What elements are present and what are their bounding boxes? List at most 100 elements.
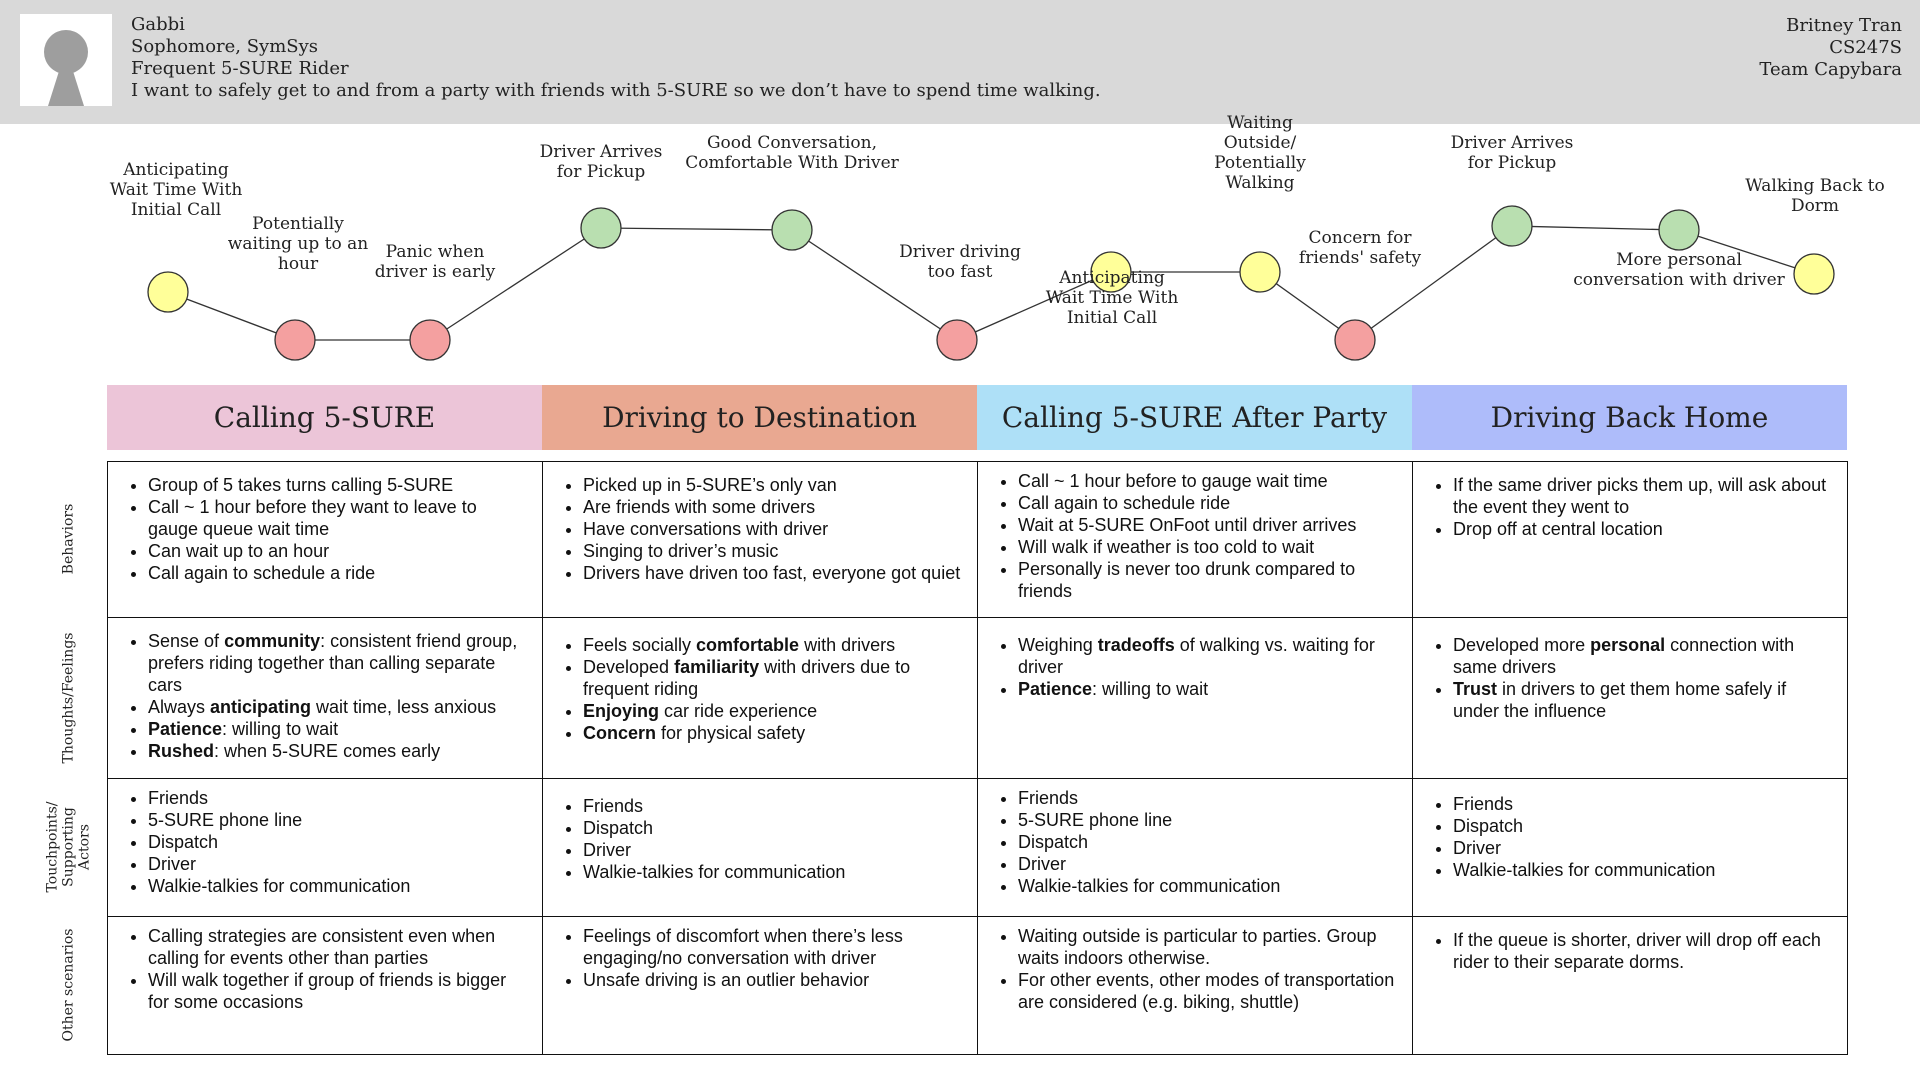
list-item: Walkie-talkies for communication bbox=[1453, 859, 1833, 881]
journey-connector bbox=[167, 291, 296, 341]
list-item: Rushed: when 5-SURE comes early bbox=[148, 740, 528, 762]
journey-node-negative bbox=[409, 319, 451, 361]
bullet-list: FriendsDispatchDriverWalkie-talkies for … bbox=[543, 795, 963, 883]
list-item: If the queue is shorter, driver will dro… bbox=[1453, 929, 1833, 973]
phase-header-2: Driving to Destination bbox=[542, 385, 977, 450]
bullet-list: If the queue is shorter, driver will dro… bbox=[1413, 929, 1833, 973]
list-item: Weighing tradeoffs of walking vs. waitin… bbox=[1018, 634, 1398, 678]
journey-line-chart bbox=[147, 205, 1835, 361]
table-cell: Feelings of discomfort when there’s less… bbox=[542, 916, 978, 1055]
list-item: Dispatch bbox=[583, 817, 963, 839]
bullet-list: Developed more personal connection with … bbox=[1413, 634, 1833, 722]
table-cell: If the queue is shorter, driver will dro… bbox=[1412, 916, 1848, 1055]
journey-connector bbox=[1354, 225, 1513, 341]
list-item: Drop off at central location bbox=[1453, 518, 1833, 540]
journey-node-label: Good Conversation,Comfortable With Drive… bbox=[685, 133, 899, 173]
list-item: Driver bbox=[583, 839, 963, 861]
list-item: Developed more personal connection with … bbox=[1453, 634, 1833, 678]
list-item: Calling strategies are consistent even w… bbox=[148, 925, 528, 969]
bullet-list: Friends5-SURE phone lineDispatchDriverWa… bbox=[108, 787, 528, 897]
list-item: Dispatch bbox=[148, 831, 528, 853]
table-cell: Friends5-SURE phone lineDispatchDriverWa… bbox=[977, 778, 1413, 917]
persona-year-major: Sophomore, SymSys bbox=[131, 36, 319, 57]
table-cell: FriendsDispatchDriverWalkie-talkies for … bbox=[542, 778, 978, 917]
persona-type: Frequent 5-SURE Rider bbox=[131, 58, 349, 79]
persona-header: Gabbi Sophomore, SymSys Frequent 5-SURE … bbox=[0, 0, 1920, 124]
list-item: Sense of community: consistent friend gr… bbox=[148, 630, 528, 696]
phase-header-4: Driving Back Home bbox=[1412, 385, 1847, 450]
list-item: Call ~ 1 hour before they want to leave … bbox=[148, 496, 528, 540]
persona-name: Gabbi bbox=[131, 14, 185, 35]
table-cell: Waiting outside is particular to parties… bbox=[977, 916, 1413, 1055]
journey-node-neutral bbox=[1239, 251, 1281, 293]
author-name: Britney Tran bbox=[1786, 15, 1902, 36]
phase-header-3: Calling 5-SURE After Party bbox=[977, 385, 1412, 450]
bullet-list: FriendsDispatchDriverWalkie-talkies for … bbox=[1413, 793, 1833, 881]
table-cell: Calling strategies are consistent even w… bbox=[107, 916, 543, 1055]
list-item: Walkie-talkies for communication bbox=[1018, 875, 1398, 897]
bullet-list: Feels socially comfortable with driversD… bbox=[543, 634, 963, 744]
list-item: Enjoying car ride experience bbox=[583, 700, 963, 722]
list-item: Driver bbox=[1018, 853, 1398, 875]
list-item: Will walk if weather is too cold to wait bbox=[1018, 536, 1398, 558]
row-label: Thoughts/Feelings bbox=[60, 632, 77, 763]
journey-node-neutral bbox=[1090, 251, 1132, 293]
journey-connector bbox=[1678, 229, 1815, 275]
list-item: Will walk together if group of friends i… bbox=[148, 969, 528, 1013]
table-cell: FriendsDispatchDriverWalkie-talkies for … bbox=[1412, 778, 1848, 917]
journey-node-neutral bbox=[1793, 253, 1835, 295]
table-cell: If the same driver picks them up, will a… bbox=[1412, 461, 1848, 618]
list-item: Walkie-talkies for communication bbox=[148, 875, 528, 897]
list-item: Can wait up to an hour bbox=[148, 540, 528, 562]
list-item: Patience: willing to wait bbox=[1018, 678, 1398, 700]
persona-info: Gabbi Sophomore, SymSys Frequent 5-SURE … bbox=[131, 14, 1101, 102]
person-silhouette-icon bbox=[44, 30, 88, 106]
table-cell: Weighing tradeoffs of walking vs. waitin… bbox=[977, 617, 1413, 779]
list-item: Driver bbox=[148, 853, 528, 875]
journey-connector bbox=[1511, 225, 1680, 231]
table-cell: Picked up in 5-SURE’s only vanAre friend… bbox=[542, 461, 978, 618]
row-label: Behaviors bbox=[60, 503, 77, 575]
table-cell: Sense of community: consistent friend gr… bbox=[107, 617, 543, 779]
persona-goal: I want to safely get to and from a party… bbox=[131, 80, 1101, 101]
list-item: Always anticipating wait time, less anxi… bbox=[148, 696, 528, 718]
list-item: Unsafe driving is an outlier behavior bbox=[583, 969, 963, 991]
list-item: Call ~ 1 hour before to gauge wait time bbox=[1018, 470, 1398, 492]
list-item: Concern for physical safety bbox=[583, 722, 963, 744]
author-team: Team Capybara bbox=[1759, 59, 1902, 80]
list-item: Waiting outside is particular to parties… bbox=[1018, 925, 1398, 969]
list-item: Picked up in 5-SURE’s only van bbox=[583, 474, 963, 496]
list-item: Call again to schedule ride bbox=[1018, 492, 1398, 514]
list-item: Singing to driver’s music bbox=[583, 540, 963, 562]
list-item: Feels socially comfortable with drivers bbox=[583, 634, 963, 656]
list-item: 5-SURE phone line bbox=[1018, 809, 1398, 831]
journey-connector bbox=[429, 227, 602, 341]
list-item: Developed familiarity with drivers due t… bbox=[583, 656, 963, 700]
journey-connector bbox=[956, 271, 1112, 341]
list-item: Call again to schedule a ride bbox=[148, 562, 528, 584]
list-item: Wait at 5-SURE OnFoot until driver arriv… bbox=[1018, 514, 1398, 536]
list-item: Friends bbox=[583, 795, 963, 817]
journey-node-positive bbox=[771, 209, 813, 251]
journey-node-positive bbox=[580, 207, 622, 249]
list-item: Patience: willing to wait bbox=[148, 718, 528, 740]
journey-table: Group of 5 takes turns calling 5-SURECal… bbox=[107, 461, 1848, 1055]
list-item: Dispatch bbox=[1453, 815, 1833, 837]
journey-node-neutral bbox=[147, 271, 189, 313]
bullet-list: Picked up in 5-SURE’s only vanAre friend… bbox=[543, 474, 963, 584]
table-cell: Group of 5 takes turns calling 5-SURECal… bbox=[107, 461, 543, 618]
list-item: If the same driver picks them up, will a… bbox=[1453, 474, 1833, 518]
list-item: Trust in drivers to get them home safely… bbox=[1453, 678, 1833, 722]
table-cell: Call ~ 1 hour before to gauge wait timeC… bbox=[977, 461, 1413, 618]
table-cell: Friends5-SURE phone lineDispatchDriverWa… bbox=[107, 778, 543, 917]
phase-header-1: Calling 5-SURE bbox=[107, 385, 542, 450]
list-item: Friends bbox=[148, 787, 528, 809]
table-cell: Feels socially comfortable with driversD… bbox=[542, 617, 978, 779]
